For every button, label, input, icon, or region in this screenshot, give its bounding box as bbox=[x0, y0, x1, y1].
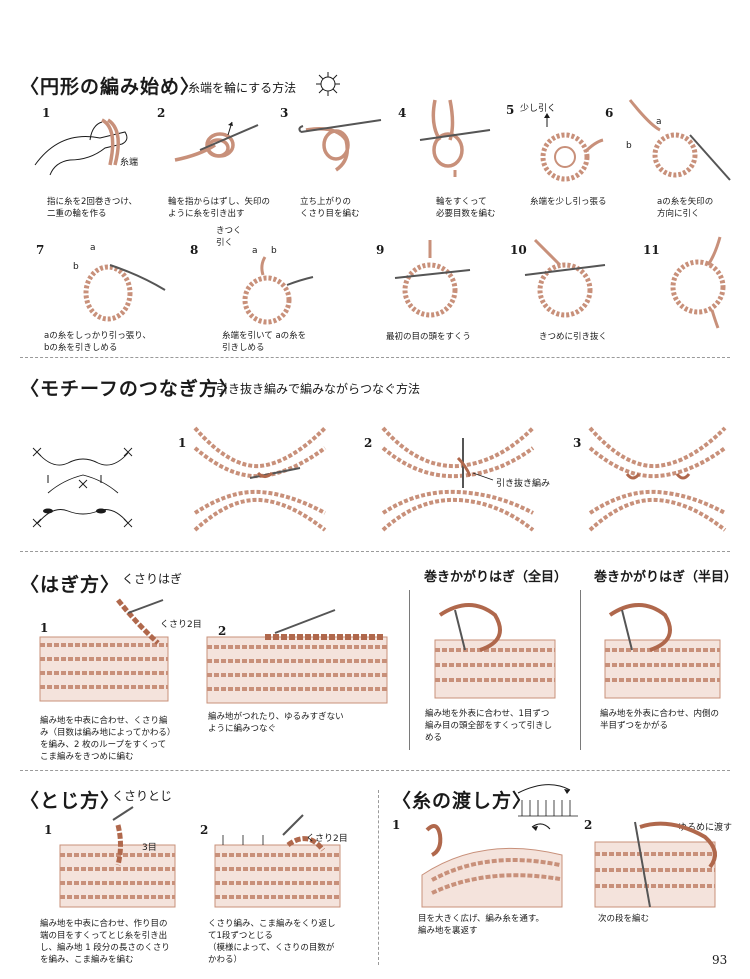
section-subtitle-circle-start: 糸端を輪にする方法 bbox=[188, 81, 297, 95]
step-number: 8 bbox=[190, 243, 199, 257]
whip-half-illustration bbox=[604, 603, 721, 699]
ring-symbol-icon bbox=[316, 72, 340, 96]
ring-pulled-illustration bbox=[540, 113, 604, 182]
chain-join-step1-illustration bbox=[39, 598, 169, 702]
label-a: a bbox=[252, 246, 258, 256]
label-b: b bbox=[626, 141, 632, 151]
step-number: 2 bbox=[200, 823, 209, 837]
page-number: 93 bbox=[712, 953, 728, 967]
section-subtitle-chain-join: くさりはぎ bbox=[122, 572, 183, 586]
step-caption: 輪をすくって 必要目数を編む bbox=[436, 197, 496, 219]
step-caption: aの糸をしっかり引っ張り、 bの糸を引きしめる bbox=[44, 331, 151, 353]
whip-full-illustration bbox=[434, 603, 556, 699]
chain-seam-step2-illustration bbox=[214, 814, 341, 908]
label-chain-2: くさり2目 bbox=[160, 620, 202, 630]
chain-join-step2-illustration bbox=[206, 609, 388, 704]
section-title-motif-join: 〈モチーフのつなぎ方〉 bbox=[20, 378, 239, 400]
step-caption: 目を大きく広げ、編み糸を通す。 編み地を裏返す bbox=[418, 914, 545, 936]
label-yarn-end: 糸端 bbox=[120, 158, 139, 168]
step-caption: 編み地を中表に合わせ、くさり編 み（目数は編み地によってかわる） を編み、2 枚… bbox=[40, 716, 176, 762]
label-carry-loosely: ゆるめに渡す bbox=[678, 823, 733, 833]
label-slip-stitch: 引き抜き編み bbox=[496, 479, 551, 489]
step-number: 1 bbox=[44, 823, 53, 837]
motif-join-step1-illustration bbox=[193, 426, 327, 532]
step-number: 1 bbox=[178, 436, 187, 450]
step-number: 6 bbox=[605, 106, 614, 120]
chain-seam-step1-illustration bbox=[59, 806, 176, 908]
finger-wrap-illustration bbox=[34, 118, 128, 176]
step-number: 2 bbox=[584, 818, 593, 832]
section-divider bbox=[20, 357, 730, 358]
section-subtitle-motif-join: 引き抜き編みで編みながらつなぐ方法 bbox=[216, 382, 421, 396]
slip-stitch-ring-illustration bbox=[524, 238, 606, 318]
section-title-toji: 〈とじ方〉 bbox=[20, 790, 121, 812]
label-pull-tight: きつく 引く bbox=[216, 226, 242, 248]
label-b: b bbox=[73, 262, 79, 272]
step-caption: 糸端を引いて aの糸を 引きしめる bbox=[222, 331, 307, 353]
step-number: 11 bbox=[643, 243, 660, 257]
step-number: 2 bbox=[364, 436, 373, 450]
section-title-circle-start: 〈円形の編み始め〉 bbox=[20, 76, 201, 98]
column-divider bbox=[378, 790, 379, 965]
step-caption: 指に糸を2回巻きつけ、 二重の輪を作る bbox=[47, 197, 137, 219]
step-number: 4 bbox=[398, 106, 407, 120]
section-divider bbox=[20, 551, 730, 552]
step-number: 5 bbox=[506, 103, 515, 117]
scoop-first-stitch-illustration bbox=[394, 240, 471, 318]
step-number: 10 bbox=[510, 243, 527, 257]
step-caption: 輪を指からはずし、矢印の ように糸を引き出す bbox=[168, 197, 271, 219]
label-b: b bbox=[271, 246, 277, 256]
step-caption: 糸端を少し引っ張る bbox=[530, 197, 607, 207]
whip-half-title: 巻きかがりはぎ（半目） bbox=[594, 570, 738, 585]
step-number: 1 bbox=[392, 818, 401, 832]
ring-stitches-illustration bbox=[419, 99, 491, 177]
step-number: 7 bbox=[36, 243, 45, 257]
motif-join-step2-illustration bbox=[381, 426, 535, 532]
section-title-yarn-carry: 〈糸の渡し方〉 bbox=[392, 790, 533, 812]
label-pull-slightly: 少し引く bbox=[520, 104, 557, 114]
step-caption: くさり編み、こま編みをくり返し て1段ずつとじる （模様によって、くさりの目数が… bbox=[208, 919, 336, 965]
section-title-hagi: 〈はぎ方〉 bbox=[20, 574, 121, 596]
step-caption: 編み地がつれたり、ゆるみすぎない ように編みつなぐ bbox=[208, 712, 344, 734]
step-caption: 編み地を中表に合わせ、作り目の 端の目をすくってとじ糸を引き出 し、編み地 1 … bbox=[40, 919, 170, 965]
tighten-ring-illustration bbox=[83, 264, 166, 322]
motif-join-diagram bbox=[32, 447, 133, 528]
step-number: 9 bbox=[376, 243, 385, 257]
chain-stitch-illustration bbox=[298, 119, 382, 172]
step-caption: 最初の目の頭をすくう bbox=[386, 332, 471, 342]
motif-join-step3-illustration bbox=[588, 426, 727, 532]
column-divider bbox=[409, 590, 410, 750]
whip-full-caption: 編み地を外表に合わせ、1目ずつ 編み目の頭全部をすくって引きし める bbox=[425, 709, 553, 743]
label-chain-2: くさり2目 bbox=[306, 834, 348, 844]
label-a: a bbox=[656, 117, 662, 127]
step-number: 1 bbox=[42, 106, 51, 120]
pull-a-thread-illustration bbox=[628, 99, 731, 181]
step-caption: きつめに引き抜く bbox=[539, 332, 608, 342]
label-a: a bbox=[90, 243, 96, 253]
stitch-symbol-diagram bbox=[517, 784, 578, 817]
whip-full-title: 巻きかがりはぎ（全目） bbox=[424, 570, 568, 585]
yarn-carry-step2-illustration bbox=[594, 821, 717, 908]
step-number: 3 bbox=[573, 436, 582, 450]
step-number: 1 bbox=[40, 621, 49, 635]
step-number: 3 bbox=[280, 106, 289, 120]
step-caption: 次の段を編む bbox=[598, 914, 650, 924]
step-number: 2 bbox=[218, 624, 227, 638]
section-divider bbox=[20, 770, 730, 771]
label-3-stitches: 3目 bbox=[142, 843, 157, 853]
section-subtitle-chain-seam: くさりとじ bbox=[112, 789, 173, 803]
step-number: 2 bbox=[157, 106, 166, 120]
yarn-carry-step1-illustration bbox=[421, 823, 563, 908]
step-caption: aの糸を矢印の 方向に引く bbox=[657, 197, 714, 219]
finished-ring-illustration bbox=[670, 236, 726, 329]
whip-half-caption: 編み地を外表に合わせ、内側の 半目ずつをかがる bbox=[600, 709, 720, 731]
pull-yarn-end-illustration bbox=[242, 256, 314, 325]
loop-pull-illustration bbox=[174, 121, 259, 162]
column-divider bbox=[580, 590, 581, 750]
step-caption: 立ち上がりの くさり目を編む bbox=[300, 197, 360, 219]
